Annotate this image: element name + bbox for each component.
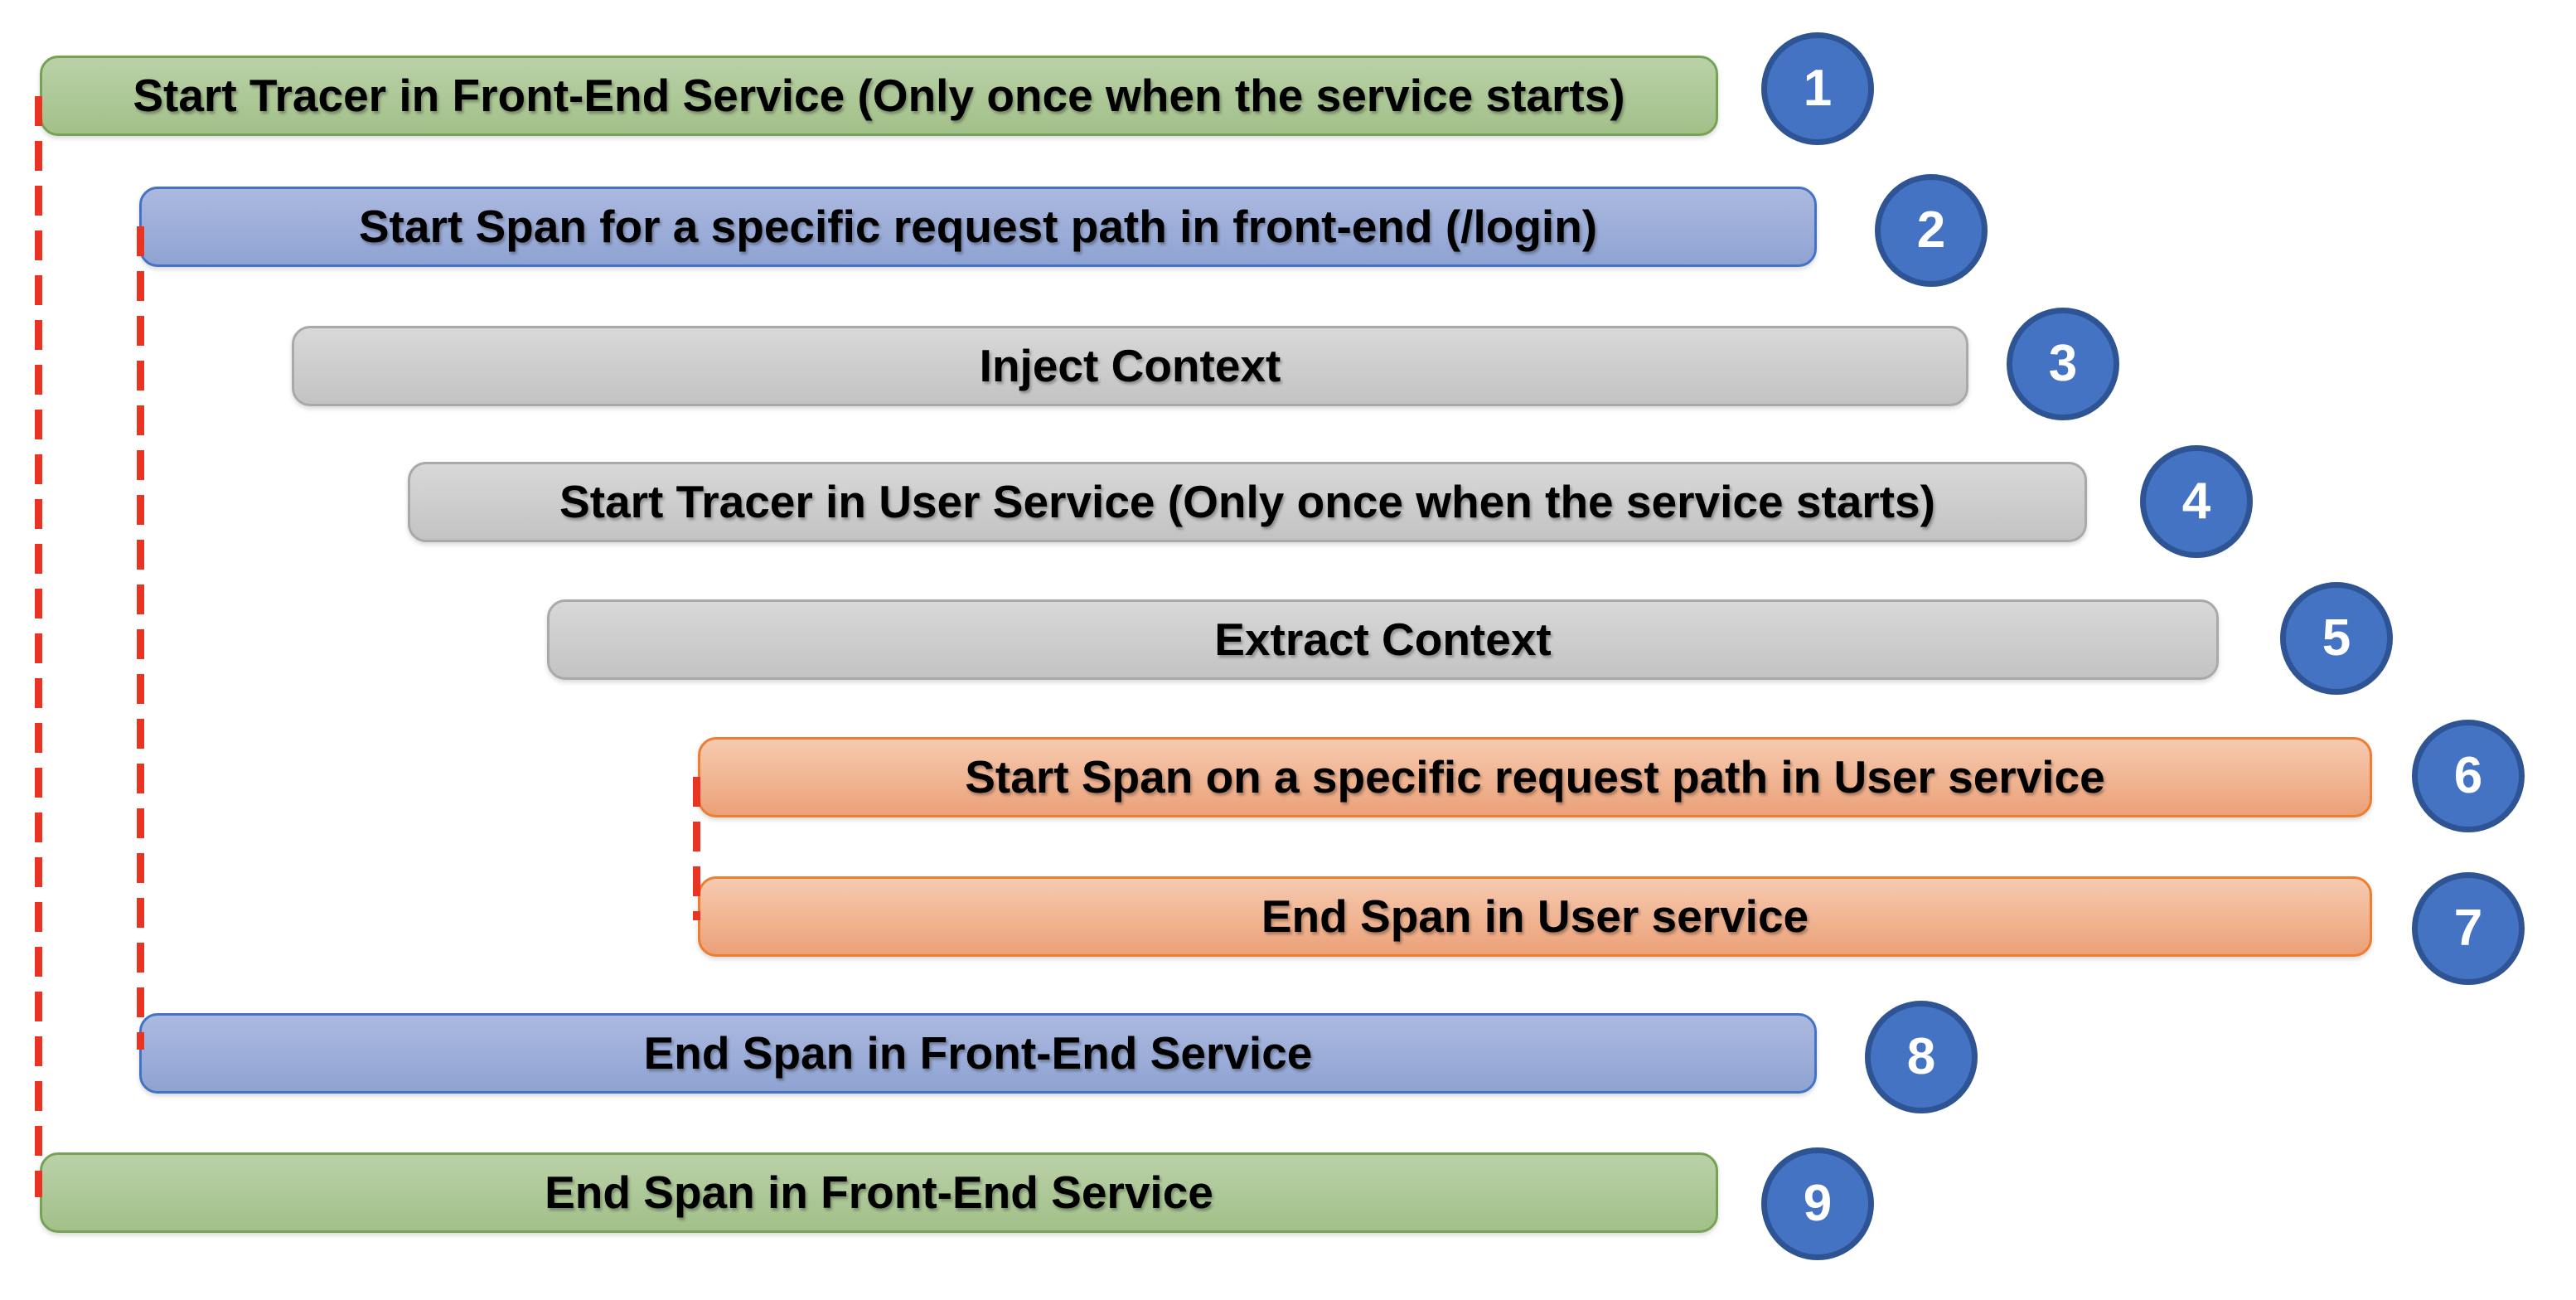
step-number-badge-8: 8: [1865, 1001, 1978, 1113]
step-bar-3: Inject Context: [292, 326, 1968, 406]
step-bar-2: Start Span for a specific request path i…: [139, 187, 1817, 267]
step-bar-9: End Span in Front-End Service: [40, 1152, 1718, 1233]
step-bar-5: Extract Context: [547, 599, 2219, 680]
step-label-6: Start Span on a specific request path in…: [965, 751, 2105, 803]
step-bar-8: End Span in Front-End Service: [139, 1013, 1817, 1094]
step-label-1: Start Tracer in Front-End Service (Only …: [133, 70, 1625, 121]
step-number-9: 9: [1803, 1175, 1833, 1232]
step-number-1: 1: [1803, 60, 1833, 117]
step-label-2: Start Span for a specific request path i…: [358, 201, 1598, 252]
step-label-7: End Span in User service: [1261, 890, 1809, 942]
step-number-6: 6: [2453, 747, 2483, 804]
step-number-2: 2: [1916, 201, 1946, 259]
step-number-5: 5: [2322, 609, 2351, 667]
step-bar-7: End Span in User service: [698, 876, 2372, 957]
step-bar-1: Start Tracer in Front-End Service (Only …: [40, 56, 1718, 136]
step-label-5: Extract Context: [1214, 614, 1552, 665]
step-bar-4: Start Tracer in User Service (Only once …: [408, 462, 2087, 542]
step-number-badge-7: 7: [2412, 872, 2525, 985]
step-number-badge-5: 5: [2280, 582, 2393, 695]
step-number-badge-2: 2: [1875, 174, 1988, 287]
step-label-3: Inject Context: [979, 340, 1281, 391]
step-number-badge-6: 6: [2412, 720, 2525, 832]
step-number-badge-1: 1: [1761, 32, 1874, 145]
step-number-8: 8: [1906, 1028, 1936, 1085]
step-number-badge-3: 3: [2007, 308, 2119, 420]
step-label-4: Start Tracer in User Service (Only once …: [559, 476, 1935, 527]
step-label-8: End Span in Front-End Service: [643, 1027, 1313, 1079]
step-label-9: End Span in Front-End Service: [545, 1167, 1213, 1218]
step-bar-6: Start Span on a specific request path in…: [698, 737, 2372, 817]
step-number-4: 4: [2181, 473, 2211, 530]
step-number-badge-4: 4: [2140, 445, 2253, 558]
step-number-7: 7: [2453, 900, 2483, 957]
step-number-badge-9: 9: [1761, 1147, 1874, 1260]
step-number-3: 3: [2048, 335, 2078, 392]
